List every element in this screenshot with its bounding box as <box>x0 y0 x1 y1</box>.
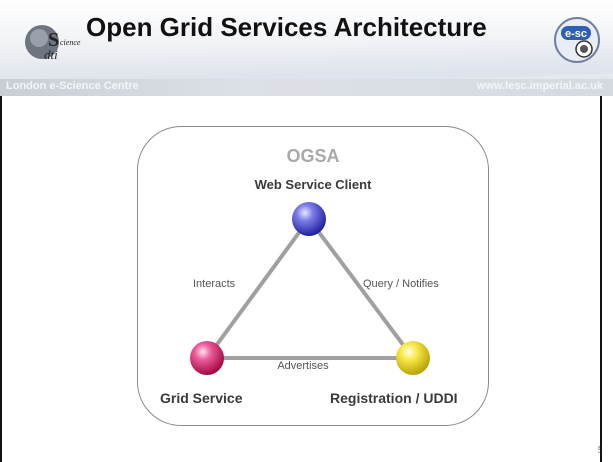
svg-text:cience: cience <box>60 38 81 47</box>
page-title: Open Grid Services Architecture <box>86 12 487 42</box>
ogsa-panel <box>137 126 489 426</box>
page-number: 5 <box>598 445 603 455</box>
slide-frame <box>0 96 602 462</box>
svg-text:S: S <box>48 29 59 51</box>
registration-uddi-node <box>396 341 430 375</box>
lesc-logo: e-sc <box>554 17 600 63</box>
diagram-title: OGSA <box>286 146 340 166</box>
triangle-edges <box>205 217 415 360</box>
svg-text:e-sc: e-sc <box>565 28 587 40</box>
web-service-client-label: Web Service Client <box>254 177 372 192</box>
query-notifies-edge-label: Query / Notifies <box>363 278 439 290</box>
grid-service-label: Grid Service <box>160 390 243 406</box>
svg-text:dti: dti <box>44 47 58 62</box>
header-band <box>0 79 613 96</box>
advertises-edge-label: Advertises <box>277 360 329 372</box>
website-url: www.lesc.imperial.ac.uk <box>476 80 603 92</box>
escience-logo: S cience dti <box>25 25 81 62</box>
registration-uddi-label: Registration / UDDI <box>330 390 458 406</box>
slide-header <box>0 0 613 94</box>
centre-name: London e-Science Centre <box>6 80 139 92</box>
web-service-client-node <box>292 202 326 236</box>
grid-service-node <box>190 341 224 375</box>
interacts-edge-label: Interacts <box>193 278 236 290</box>
